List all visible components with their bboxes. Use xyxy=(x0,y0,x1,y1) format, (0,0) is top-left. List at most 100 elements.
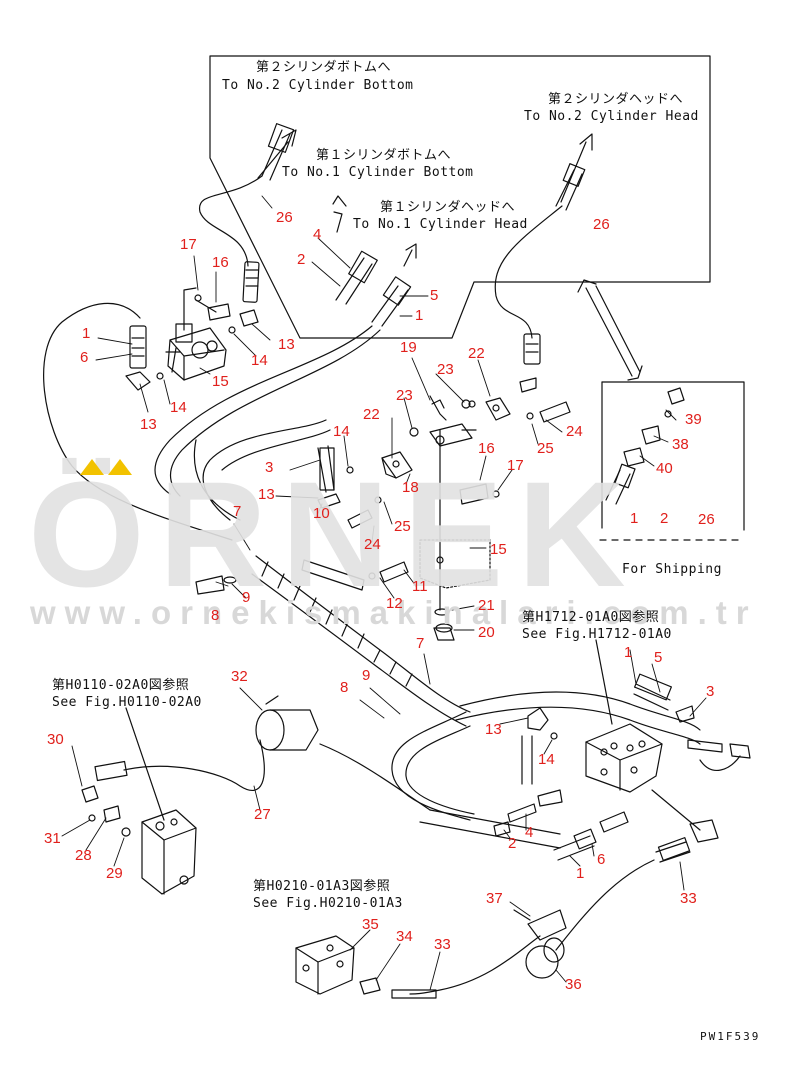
callout-5: 5 xyxy=(430,287,439,304)
callout-24: 24 xyxy=(566,423,583,440)
callout-19: 19 xyxy=(400,339,417,356)
callout-22: 22 xyxy=(363,406,380,423)
callout-13: 13 xyxy=(140,416,157,433)
callout-13: 13 xyxy=(485,721,502,738)
note-see-h0110-en: See Fig.H0110-02A0 xyxy=(52,695,202,710)
callout-17: 17 xyxy=(180,236,197,253)
callout-33: 33 xyxy=(434,936,451,953)
callout-25: 25 xyxy=(537,440,554,457)
callout-1: 1 xyxy=(576,865,585,882)
note-see-h0210-en: See Fig.H0210-01A3 xyxy=(253,896,403,911)
callout-21: 21 xyxy=(478,597,495,614)
note-see-h0110-ja: 第H0110-02A0図参照 xyxy=(52,678,190,693)
note-no1-bottom-ja: 第１シリンダボトムへ xyxy=(316,148,452,163)
callout-14: 14 xyxy=(251,352,268,369)
callout-13: 13 xyxy=(278,336,295,353)
callout-22: 22 xyxy=(468,345,485,362)
valve-block-right xyxy=(585,723,663,793)
callout-10: 10 xyxy=(313,505,330,522)
callout-7: 7 xyxy=(416,635,425,652)
watermark-brand: ÖRNEK xyxy=(28,450,640,618)
callout-33: 33 xyxy=(680,890,697,907)
callout-30: 30 xyxy=(47,731,64,748)
callout-1: 1 xyxy=(415,307,424,324)
hose-27 xyxy=(123,739,265,792)
callout-1: 1 xyxy=(82,325,91,342)
note-no1-head-ja: 第１シリンダヘッドへ xyxy=(380,200,516,215)
callout-2: 2 xyxy=(297,251,306,268)
note-see-h0210-ja: 第H0210-01A3図参照 xyxy=(253,879,391,894)
callout-29: 29 xyxy=(106,865,123,882)
callout-28: 28 xyxy=(75,847,92,864)
callout-38: 38 xyxy=(672,436,689,453)
callout-1: 1 xyxy=(624,644,633,661)
note-see-h1712-en: See Fig.H1712-01A0 xyxy=(522,627,672,642)
spiral-guard-7 xyxy=(251,555,471,727)
solenoid-36 xyxy=(513,909,567,979)
callout-24: 24 xyxy=(364,536,381,553)
note-no1-bottom-en: To No.1 Cylinder Bottom xyxy=(282,165,474,180)
callout-26: 26 xyxy=(698,511,715,528)
callout-1: 1 xyxy=(630,510,639,527)
callout-16: 16 xyxy=(478,440,495,457)
double-arrow xyxy=(577,279,643,381)
callout-2: 2 xyxy=(508,835,517,852)
note-no2-bottom-en: To No.2 Cylinder Bottom xyxy=(222,78,414,93)
callout-26: 26 xyxy=(593,216,610,233)
valve-15-top xyxy=(165,287,227,381)
hose-26-right xyxy=(494,205,563,339)
callout-23: 23 xyxy=(437,361,454,378)
valve-block-bottom xyxy=(295,935,355,995)
callout-6: 6 xyxy=(80,349,89,366)
callout-14: 14 xyxy=(333,423,350,440)
callout-32: 32 xyxy=(231,668,248,685)
callout-17: 17 xyxy=(507,457,524,474)
note-no2-bottom-ja: 第２シリンダボトムへ xyxy=(256,60,392,75)
callout-15: 15 xyxy=(490,541,507,558)
valve-block-left xyxy=(141,809,197,895)
callout-13: 13 xyxy=(258,486,275,503)
callout-16: 16 xyxy=(212,254,229,271)
block-22-centre xyxy=(381,451,413,479)
callout-23: 23 xyxy=(396,387,413,404)
leader-lines xyxy=(61,195,707,991)
callout-20: 20 xyxy=(478,624,495,641)
callout-34: 34 xyxy=(396,928,413,945)
cylinder-32 xyxy=(255,695,319,751)
callout-27: 27 xyxy=(254,806,271,823)
callout-14: 14 xyxy=(538,751,555,768)
callout-2: 2 xyxy=(660,510,669,527)
callout-36: 36 xyxy=(565,976,582,993)
callout-3: 3 xyxy=(265,459,274,476)
callout-31: 31 xyxy=(44,830,61,847)
callout-4: 4 xyxy=(525,824,534,841)
callout-9: 9 xyxy=(362,667,371,684)
note-no2-head-en: To No.2 Cylinder Head xyxy=(524,109,699,124)
callout-26: 26 xyxy=(276,209,293,226)
callout-39: 39 xyxy=(685,411,702,428)
callout-37: 37 xyxy=(486,890,503,907)
hose-1-long xyxy=(43,302,233,541)
callout-14: 14 xyxy=(170,399,187,416)
callout-25: 25 xyxy=(394,518,411,535)
callout-35: 35 xyxy=(362,916,379,933)
note-for-shipping: For Shipping xyxy=(622,562,722,577)
note-no2-head-ja: 第２シリンダヘッドへ xyxy=(548,92,684,107)
hose-26-left xyxy=(199,175,263,267)
callout-12: 12 xyxy=(386,595,403,612)
note-see-h1712-ja: 第H1712-01A0図参照 xyxy=(522,610,660,625)
destination-frame xyxy=(209,55,711,339)
callout-4: 4 xyxy=(313,226,322,243)
callout-9: 9 xyxy=(242,589,251,606)
shipping-frame xyxy=(601,381,745,531)
callout-6: 6 xyxy=(597,851,606,868)
watermark-umlaut xyxy=(80,459,132,475)
callout-8: 8 xyxy=(211,607,220,624)
note-no1-head-en: To No.1 Cylinder Head xyxy=(353,217,528,232)
callout-5: 5 xyxy=(654,649,663,666)
callout-3: 3 xyxy=(706,683,715,700)
watermark-url: www.ornekismakinalari.com.tr xyxy=(30,594,758,631)
callout-15: 15 xyxy=(212,373,229,390)
